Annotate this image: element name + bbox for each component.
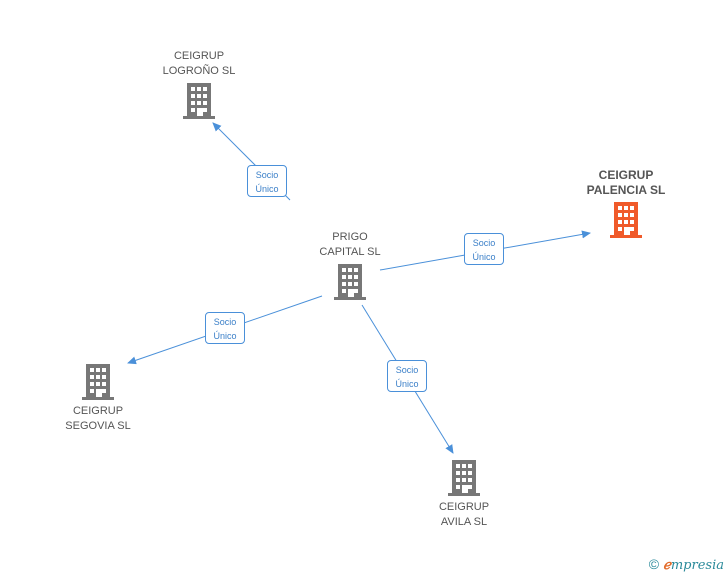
building-icon bbox=[334, 264, 366, 300]
empresia-logo[interactable]: © ℯmpresia bbox=[649, 556, 724, 573]
node-ceigrup-segovia[interactable]: CEIGRUP SEGOVIA SL bbox=[33, 364, 163, 434]
copyright-icon: © bbox=[648, 556, 660, 572]
node-ceigrup-avila[interactable]: CEIGRUP AVILA SL bbox=[399, 460, 529, 530]
node-ceigrup-logrono[interactable]: CEIGRUP LOGROÑO SL bbox=[134, 49, 264, 119]
building-icon bbox=[610, 202, 642, 238]
edge-label-palencia: Socio Único bbox=[464, 233, 504, 265]
brand-initial: ℯ bbox=[663, 558, 671, 573]
edge-label-logrono: Socio Único bbox=[247, 165, 287, 197]
node-ceigrup-palencia[interactable]: CEIGRUP PALENCIA SL bbox=[561, 168, 691, 238]
node-prigo-capital[interactable]: PRIGO CAPITAL SL bbox=[285, 230, 415, 300]
edge-label-segovia: Socio Único bbox=[205, 312, 245, 344]
edge-label-avila: Socio Único bbox=[387, 360, 427, 392]
node-label: CEIGRUP AVILA SL bbox=[438, 501, 490, 528]
building-icon bbox=[448, 460, 480, 496]
building-icon bbox=[183, 83, 215, 119]
node-label: CEIGRUP SEGOVIA SL bbox=[65, 405, 131, 432]
building-icon bbox=[82, 364, 114, 400]
node-label: CEIGRUP PALENCIA SL bbox=[586, 168, 666, 197]
node-label: CEIGRUP LOGROÑO SL bbox=[162, 50, 236, 77]
node-label: PRIGO CAPITAL SL bbox=[319, 231, 381, 258]
brand-name: mpresia bbox=[670, 558, 724, 573]
